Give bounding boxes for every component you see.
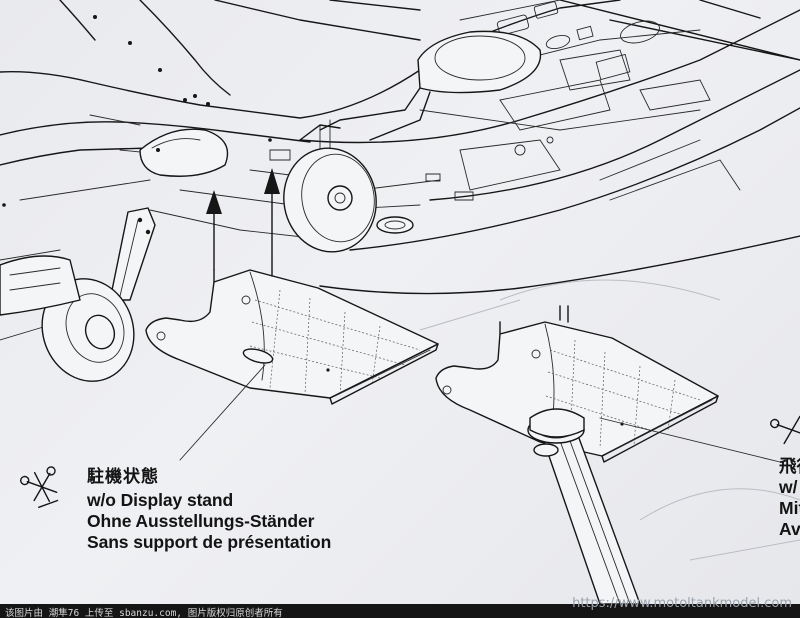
- callout-japanese: 駐機状態: [87, 467, 159, 486]
- gear-door-left: [146, 264, 438, 404]
- left-landing-gear: [0, 208, 155, 394]
- image-footer-bar: 该图片由 潮隼76 上传至 sbanzu.com, 图片版权归原创者所有 htt…: [0, 596, 800, 618]
- right-callout-german: Mit: [779, 498, 800, 518]
- callout-english: w/o Display stand: [87, 490, 234, 510]
- callout-without-display-stand: 駐機状態 w/o Display stand Ohne Ausstellungs…: [87, 467, 331, 553]
- callout-french: Sans support de présentation: [87, 532, 332, 552]
- aircraft-wing-underside: [0, 0, 800, 340]
- main-wheel-center: [276, 125, 385, 259]
- footer-watermark: https://www.motoltankmodel.com: [572, 596, 792, 611]
- wing-fairing-left: [140, 129, 228, 176]
- gear-door-right: [436, 306, 718, 462]
- display-stand: [528, 409, 640, 604]
- background-ghost-lines: [420, 280, 800, 560]
- assembly-drawing: [0, 0, 800, 604]
- leader-lines: [180, 365, 780, 462]
- scissors-symbol-right: [770, 411, 800, 446]
- radiator-fairing: [320, 31, 541, 150]
- footer-caption: 该图片由 潮隼76 上传至 sbanzu.com, 图片版权归原创者所有: [5, 608, 283, 618]
- callout-with-display-stand-cropped: 飛行 w/ Mit Av: [779, 456, 800, 540]
- right-callout-english: w/: [779, 477, 798, 497]
- scissors-symbol-left: [20, 466, 65, 510]
- callout-german: Ohne Ausstellungs-Ständer: [87, 511, 315, 531]
- right-callout-japanese: 飛行: [779, 456, 800, 476]
- right-callout-french: Av: [779, 519, 800, 539]
- attach-arrows: [206, 168, 280, 270]
